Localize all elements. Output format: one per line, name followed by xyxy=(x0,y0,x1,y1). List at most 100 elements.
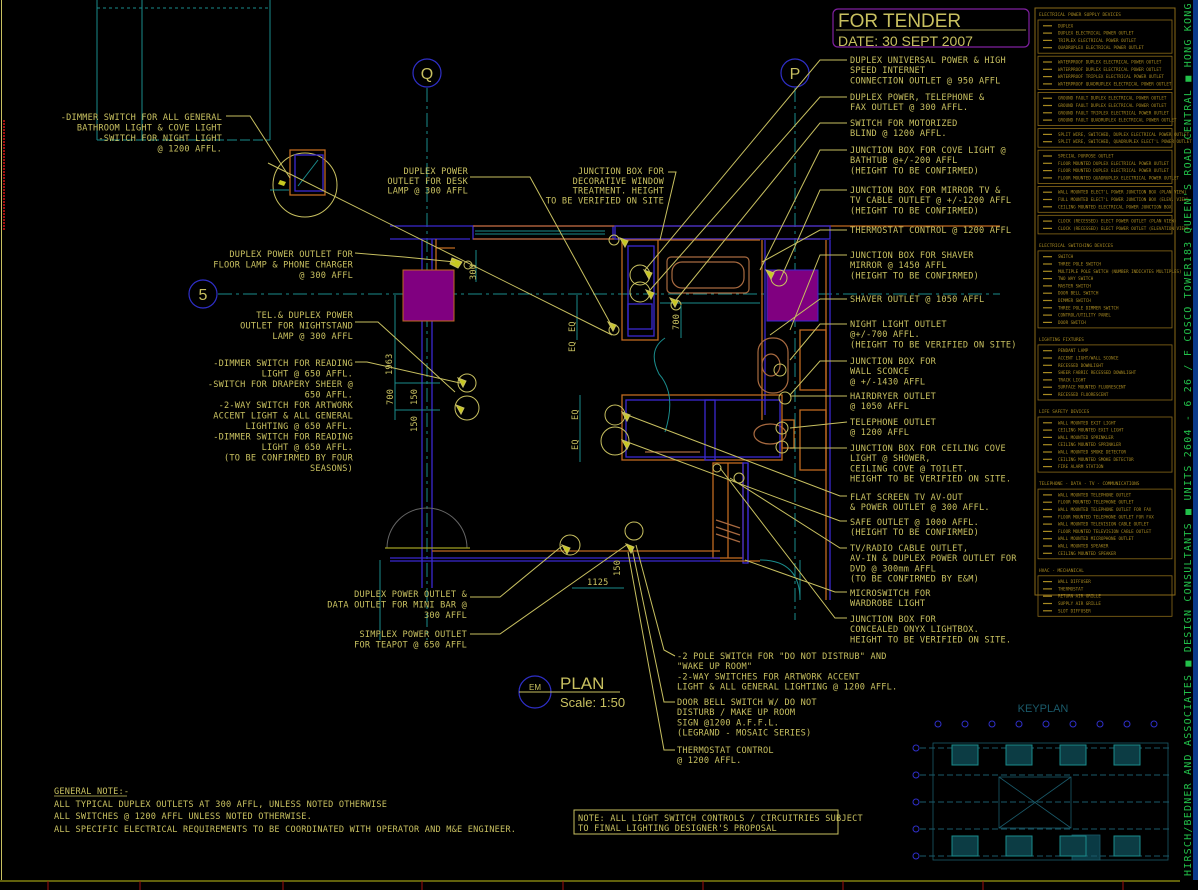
left-callout-line: LIGHT @ 650 AFFL. xyxy=(262,443,353,453)
bottom-callout-line: LIGHT & ALL GENERAL LIGHTING @ 1200 AFFL… xyxy=(677,683,897,693)
title-block: FOR TENDER DATE: 30 SEPT 2007 xyxy=(832,8,1030,49)
right-callout-line: JUNCTION BOX FOR SHAVER xyxy=(850,251,974,261)
legend-item: SPLIT WIRE, SWITCHED, DUPLEX ELECTRICAL … xyxy=(1058,132,1190,137)
right-callout-line: SHAVER OUTLET @ 1050 AFFL xyxy=(850,295,984,305)
adjacent-room-outline xyxy=(96,0,271,141)
left-callout-line: BATHROOM LIGHT & COVE LIGHT xyxy=(77,124,222,134)
legend-group-box xyxy=(1037,92,1173,127)
right-callout-line: WALL SCONCE xyxy=(850,367,909,377)
keyplan-grid-bubble xyxy=(1015,720,1023,728)
top-callout-line: TREATMENT. HEIGHT xyxy=(573,187,664,197)
legend-item: TWO WAY SWITCH xyxy=(1058,276,1094,281)
tender-date: DATE: 30 SEPT 2007 xyxy=(838,33,973,49)
legend-item: SHEER FABRIC RECESSED DOWNLIGHT xyxy=(1058,370,1137,375)
legend-item: DOOR BELL SWITCH xyxy=(1058,291,1099,296)
top-callout-line: LAMP @ 300 AFFL xyxy=(387,187,468,197)
dim-eq-2: EQ xyxy=(568,341,578,352)
keyplan-room-unit xyxy=(1113,744,1141,766)
top-callout-line: DUPLEX POWER xyxy=(404,167,469,177)
right-callout: THERMOSTAT CONTROL @ 1200 AFFL xyxy=(850,226,1011,236)
keyplan-grid-bubble xyxy=(912,825,920,833)
legend-item: CLOCK (RECESSED) ELECT POWER OUTLET (PLA… xyxy=(1058,219,1177,224)
keyplan-grid-bubble xyxy=(1042,720,1050,728)
keyplan-grid-bubble xyxy=(912,744,920,752)
legend-item: DOOR SWITCH xyxy=(1058,320,1086,325)
bottom-callout-line: @ 1200 AFFL. xyxy=(677,756,742,766)
legend-item: WALL MOUNTED EXIT LIGHT xyxy=(1058,420,1116,425)
legend-group-box xyxy=(1037,575,1173,617)
left-callout-line: @ 300 AFFL xyxy=(299,271,353,281)
dimension-lines: 300 1963 700 150 150 EQ EQ 700 EQ EQ 112… xyxy=(379,250,682,640)
left-callout-line: (TO BE CONFIRMED BY FOUR xyxy=(224,454,354,464)
right-callout: SHAVER OUTLET @ 1050 AFFL xyxy=(850,295,984,305)
left-callout: DUPLEX POWER OUTLET &DATA OUTLET FOR MIN… xyxy=(327,590,467,621)
legend-item: CEILING MOUNTED EXIT LIGHT xyxy=(1058,428,1124,433)
bottom-callout-line: DOOR BELL SWITCH W/ DO NOT xyxy=(677,698,817,708)
dim-1963: 1963 xyxy=(385,354,395,376)
right-callout: HAIRDRYER OUTLET@ 1050 AFFL xyxy=(850,392,936,412)
right-callout-line: (HEIGHT TO BE VERIFIED ON SITE) xyxy=(850,340,1017,350)
left-callout-line: -DIMMER SWITCH FOR ALL GENERAL xyxy=(61,113,222,123)
grid-bubble-p: P xyxy=(780,58,810,88)
keyplan-room-unit xyxy=(1005,744,1033,766)
keyplan-grid-bubble xyxy=(1150,720,1158,728)
legend-group-box xyxy=(1037,488,1173,560)
dim-150-a: 150 xyxy=(410,389,420,405)
legend-group-box xyxy=(1037,128,1173,148)
legend-item: GROUND FAULT DUPLEX ELECTRICAL POWER OUT… xyxy=(1058,96,1167,101)
legend-item: FULL MOUNTED ELECT'L POWER JUNCTION BOX … xyxy=(1058,197,1189,202)
right-callout: DUPLEX POWER, TELEPHONE &FAX OUTLET @ 30… xyxy=(850,93,985,113)
right-callout: FLAT SCREEN TV AV-OUT& POWER OUTLET @ 30… xyxy=(850,493,990,513)
left-callout-line: DUPLEX POWER OUTLET FOR xyxy=(229,250,353,260)
grid-bubble-5: 5 xyxy=(188,279,218,309)
right-callout-line: (TO BE CONFIRMED BY E&M) xyxy=(850,575,979,585)
right-callout-line: SWITCH FOR MOTORIZED xyxy=(850,119,957,129)
legend-group-box xyxy=(1037,55,1173,90)
legend-item: RECESSED DOWNLIGHT xyxy=(1058,363,1104,368)
electrical-symbols xyxy=(449,234,792,556)
legend-item: TRIPLEX ELECTRICAL POWER OUTLET xyxy=(1058,38,1137,43)
legend-section-heading: LIFE SAFETY DEVICES xyxy=(1039,409,1090,415)
leader-lines xyxy=(226,59,848,751)
left-callout-line: LAMP @ 300 AFFL xyxy=(272,332,353,342)
legend-item: QUADRUPLEX ELECTRICAL POWER OUTLET xyxy=(1058,45,1144,50)
legend-item: GROUND FAULT TRIPLEX ELECTRICAL POWER OU… xyxy=(1058,110,1169,115)
keyplan-room-unit xyxy=(1005,835,1033,857)
top-callout-line: TO BE VERIFIED ON SITE xyxy=(546,196,664,206)
keyplan-room-unit xyxy=(951,835,979,857)
right-callout-line: DUPLEX UNIVERSAL POWER & HIGH xyxy=(850,56,1006,66)
left-callout-line: DATA OUTLET FOR MINI BAR @ xyxy=(327,601,467,611)
general-note-line-3: ALL SPECIFIC ELECTRICAL REQUIREMENTS TO … xyxy=(54,825,516,835)
legend-section-heading: ELECTRICAL SWITCHING DEVICES xyxy=(1039,243,1113,249)
right-callout-line: FLAT SCREEN TV AV-OUT xyxy=(850,493,963,503)
keyplan-grid-bubble xyxy=(988,720,996,728)
general-note-line-1: ALL TYPICAL DUPLEX OUTLETS AT 300 AFFL, … xyxy=(54,800,387,810)
legend-item: ACCENT LIGHT/WALL SCONCE xyxy=(1058,356,1119,361)
keyplan: KEYPLAN xyxy=(912,703,1170,861)
top-callout-line: JUNCTION BOX FOR xyxy=(578,167,665,177)
legend-item: GROUND FAULT DUPLEX ELECTRICAL POWER OUT… xyxy=(1058,103,1167,108)
bottom-callout-line: DISTURB / MAKE UP ROOM xyxy=(677,708,795,718)
dim-eq-3: EQ xyxy=(571,409,581,420)
legend-item: SPECIAL PURPOSE OUTLET xyxy=(1058,154,1114,159)
plan-bubble-label: EM xyxy=(529,683,541,692)
legend-item: THREE POLE SWITCH xyxy=(1058,262,1101,267)
left-callout-line: LIGHTING @ 650 AFFL. xyxy=(246,422,353,432)
legend-group-box xyxy=(1037,250,1173,329)
left-callout-line: -SWITCH FOR NIGHT LIGHT xyxy=(98,134,222,144)
legend-section-heading: TELEPHONE - DATA - TV - COMMUNICATIONS xyxy=(1039,481,1140,487)
right-callout-line: DUPLEX POWER, TELEPHONE & xyxy=(850,93,985,103)
legend-section-heading: LIGHTING FIXTURES xyxy=(1039,337,1084,343)
right-callout-line: BATHTUB @+/-200 AFFL xyxy=(850,156,957,166)
right-callout-line: JUNCTION BOX FOR xyxy=(850,615,937,625)
legend-group-box xyxy=(1037,19,1173,54)
legend-item: WATERPROOF DUPLEX ELECTRICAL POWER OUTLE… xyxy=(1058,67,1162,72)
